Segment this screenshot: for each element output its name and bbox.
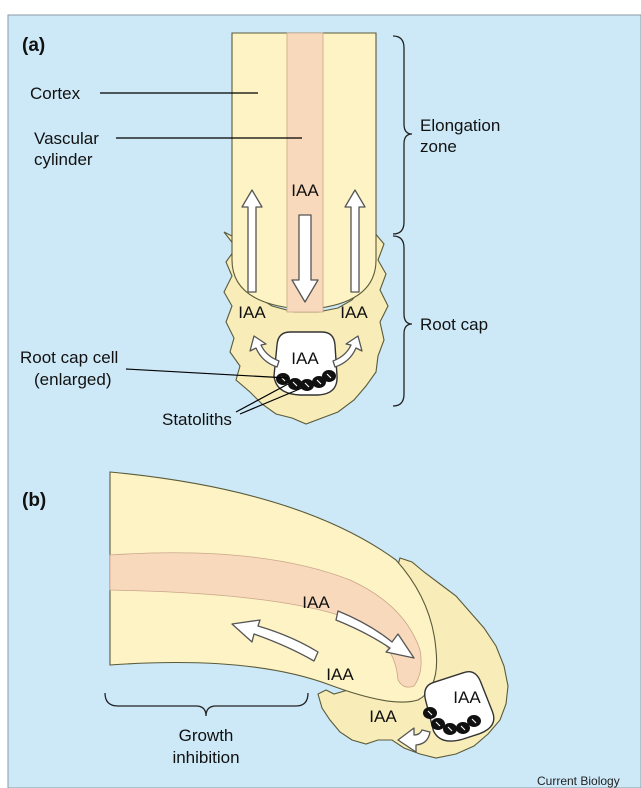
vascular-label-line1: Vascular <box>34 129 99 148</box>
elongation-zone-label-line2: zone <box>420 137 457 156</box>
panel-a-label: (a) <box>22 35 45 56</box>
vascular-label-line2: cylinder <box>34 150 93 169</box>
iaa-label-lower-b: IAA <box>326 665 354 684</box>
growth-inhibition-label-line2: inhibition <box>172 748 239 767</box>
elongation-zone-label-line1: Elongation <box>420 116 500 135</box>
cortex-label: Cortex <box>30 84 81 103</box>
iaa-label-vascular-b: IAA <box>302 593 330 612</box>
growth-inhibition-label-line1: Growth <box>179 726 234 745</box>
root-cap-cell-label-line1: Root cap cell <box>20 348 118 367</box>
iaa-label-cell: IAA <box>291 349 319 368</box>
statoliths-label: Statoliths <box>162 410 232 429</box>
iaa-label-cap-b: IAA <box>369 707 397 726</box>
iaa-label-cell-b: IAA <box>453 688 481 707</box>
iaa-label-center: IAA <box>291 181 319 200</box>
iaa-label-right: IAA <box>340 303 368 322</box>
iaa-label-left: IAA <box>238 303 266 322</box>
root-cap-cell-label-line2: (enlarged) <box>34 370 112 389</box>
credit-label: Current Biology <box>537 774 620 788</box>
panel-b-label: (b) <box>22 490 46 511</box>
root-cap-label: Root cap <box>420 315 488 334</box>
